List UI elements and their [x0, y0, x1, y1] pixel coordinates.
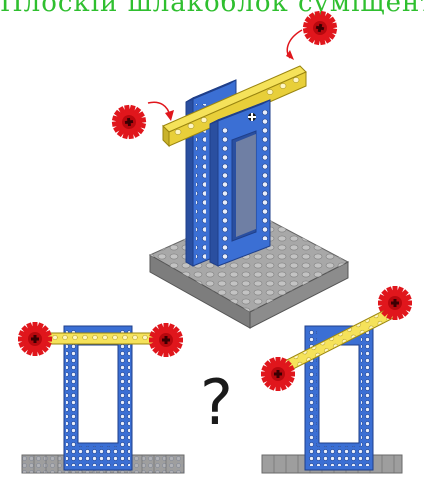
gear-icon: [18, 322, 52, 356]
gear-icon: [300, 8, 340, 48]
gear-icon: [149, 323, 183, 357]
yellow-beam: [40, 333, 168, 344]
blue-beam-front: [210, 100, 270, 266]
gear-icon: [378, 286, 412, 320]
option-right: [261, 286, 412, 473]
gear-icon: [261, 357, 295, 391]
curved-arrow-icon: [286, 30, 302, 60]
question-mark: ?: [200, 372, 233, 434]
main-assembly: [110, 8, 348, 328]
curved-arrow-icon: [148, 102, 174, 121]
gear-icon: [110, 103, 148, 141]
option-left: [18, 322, 184, 473]
blue-frame: [64, 326, 132, 470]
